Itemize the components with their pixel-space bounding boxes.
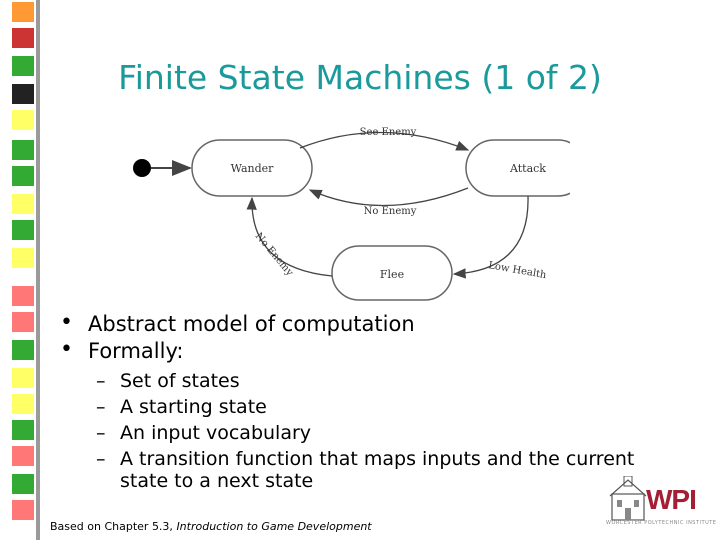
bullet-dot: • [60, 337, 73, 362]
bullet-text: Abstract model of computation [88, 312, 415, 336]
sub-bullet-item: – An input vocabulary [96, 422, 636, 444]
sub-bullet-dash: – [96, 396, 106, 418]
state-label-flee: Flee [380, 268, 404, 281]
wpi-logo: WPI WORCESTER POLYTECHNIC INSTITUTE [606, 474, 717, 532]
sub-bullet-text: An input vocabulary [120, 422, 312, 444]
sub-bullet-item: – Set of states [96, 370, 636, 392]
footer-citation: Based on Chapter 5.3, Introduction to Ga… [50, 520, 372, 533]
transition-no-enemy-flee [246, 196, 333, 277]
bullet-item: • Abstract model of computation [60, 310, 680, 339]
state-label-attack: Attack [509, 162, 546, 175]
state-wander [191, 139, 313, 197]
sub-bullet-dash: – [96, 422, 106, 444]
sub-bullet-list: – Set of states – A starting state – An … [96, 370, 636, 496]
transition-label-see-enemy: See Enemy [360, 127, 417, 138]
sub-bullet-item: – A starting state [96, 396, 636, 418]
bullet-item: • Formally: [60, 337, 680, 366]
state-label-wander: Wander [231, 162, 275, 175]
logo-tagline: WORCESTER POLYTECHNIC INSTITUTE [606, 520, 717, 526]
logo-wordmark: WPI [646, 484, 697, 515]
footer-book-title: Introduction to Game Development [176, 520, 372, 533]
slide-title: Finite State Machines (1 of 2) [118, 58, 602, 97]
sub-bullet-item: – A transition function that maps inputs… [96, 448, 636, 492]
transition-no-enemy-top [308, 187, 469, 207]
transition-label-no-enemy-top: No Enemy [364, 206, 417, 217]
sub-bullet-dash: – [96, 448, 106, 470]
fsm-diagram: Wander Attack Flee See Enemy No Enemy No… [133, 127, 570, 301]
sub-bullet-text: A starting state [120, 396, 267, 418]
transition-see-enemy [299, 131, 470, 151]
transition-low-health [452, 195, 529, 279]
start-state-dot [133, 159, 151, 177]
sub-bullet-dash: – [96, 370, 106, 392]
bullet-text: Formally: [88, 339, 184, 363]
footer-prefix: Based on Chapter 5.3, [50, 520, 177, 533]
bullet-dot: • [60, 310, 73, 335]
decorative-strip [0, 0, 40, 540]
bullet-list: • Abstract model of computation • Formal… [60, 310, 680, 366]
sub-bullet-text: Set of states [120, 370, 240, 392]
building-icon [609, 476, 647, 521]
state-flee [331, 245, 453, 301]
transition-label-low-health: Low Health [487, 260, 547, 281]
transition-label-no-enemy-flee: No Enemy [253, 231, 296, 279]
sub-bullet-text: A transition function that maps inputs a… [120, 448, 635, 492]
state-attack [465, 139, 570, 197]
